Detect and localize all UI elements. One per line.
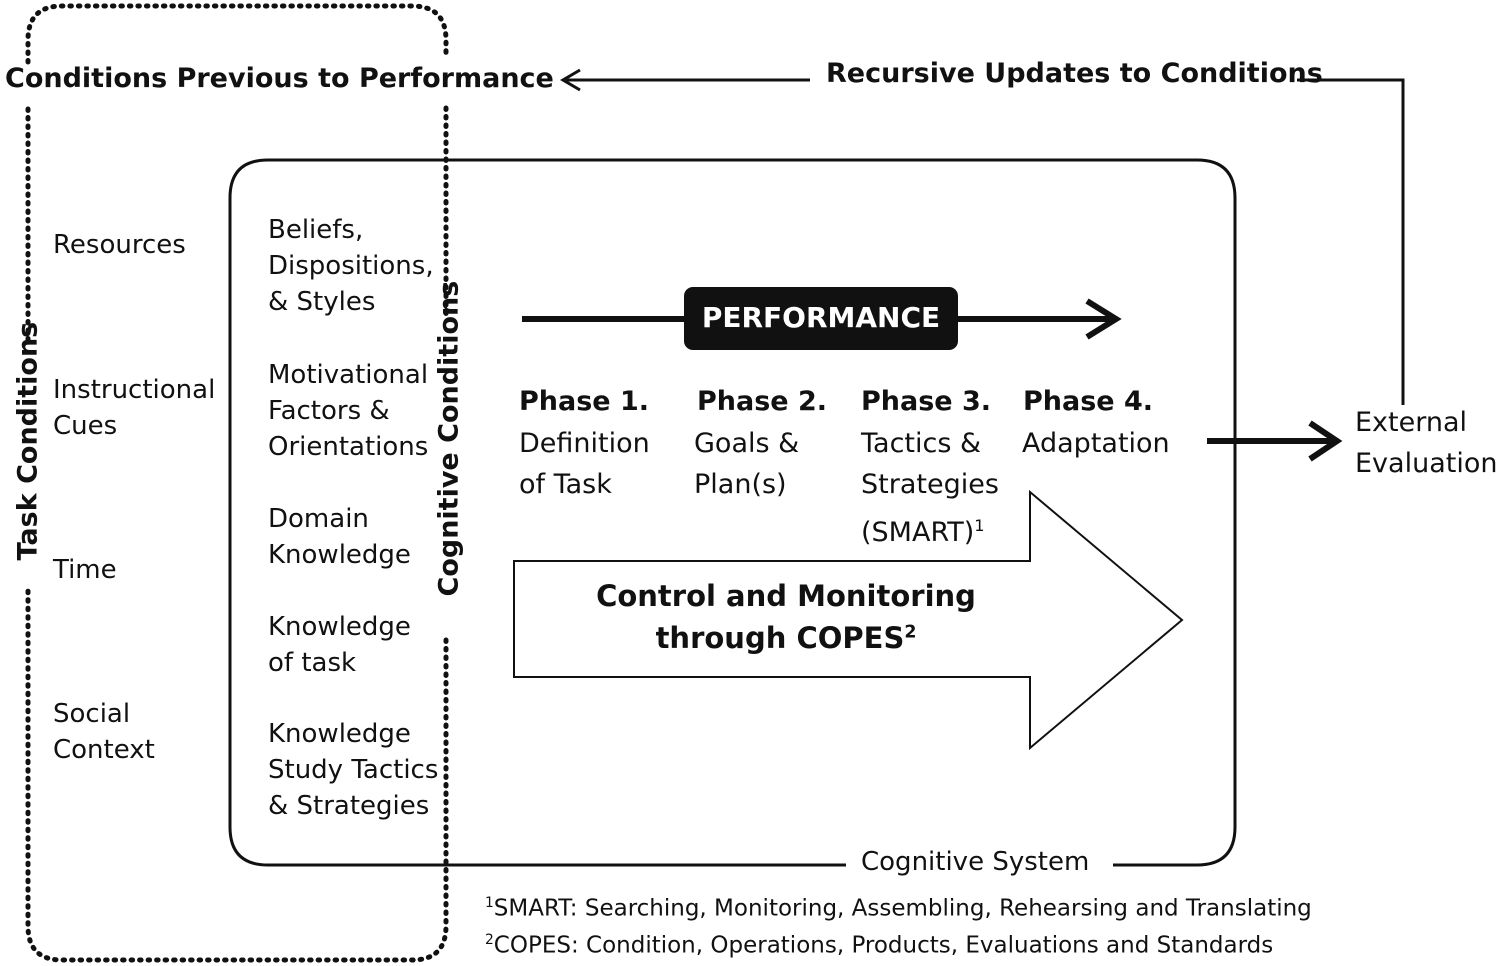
cognitive-item-domain-knowledge: Domain Knowledge [268,504,411,570]
phase-2-body: Goals & Plan(s) [694,428,800,500]
footnote-copes-text: COPES: Condition, Operations, Products, … [493,932,1274,959]
performance-label: PERFORMANCE [701,301,941,334]
cognitive-conditions-label: Cognitive Conditions [433,280,465,597]
footnote-smart-text: SMART: Searching, Monitoring, Assembling… [493,895,1312,922]
cognitive-item-beliefs: Beliefs, Dispositions, & Styles [268,215,434,317]
phase-3-title: Phase 3. [861,386,992,417]
phase-3-body: Tactics & Strategies (SMART)1 [861,423,999,553]
control-monitoring-line2-text: through COPES [655,621,905,655]
footnote-copes-superscript: 2 [485,932,494,948]
outer-title: Conditions Previous to Performance [3,63,556,94]
external-evaluation-arrow [1207,420,1343,462]
external-evaluation-label: External Evaluation [1355,407,1498,479]
performance-box [684,287,958,350]
task-item-social-context: Social Context [53,699,155,765]
recursive-updates-label: Recursive Updates to Conditions [826,58,1323,89]
footnote-smart-superscript: 1 [485,895,494,911]
cognitive-item-study-tactics: Knowledge Study Tactics & Strategies [268,719,439,821]
phase-3-superscript: 1 [974,516,985,535]
control-monitoring-line1: Control and Monitoring [596,579,976,613]
recursive-update-line [1297,78,1405,405]
task-item-instructional-cues: Instructional Cues [53,375,216,441]
task-item-resources: Resources [53,230,186,260]
phase-3-body-text: Tactics & Strategies (SMART) [861,428,999,548]
control-monitoring-superscript: 2 [904,622,917,643]
recursive-update-arrow [560,68,810,92]
footnote-copes: 2COPES: Condition, Operations, Products,… [485,932,1274,959]
conditions-outer-frame [25,3,449,963]
phase-4-body: Adaptation [1022,428,1170,459]
control-monitoring-line2: through COPES2 [574,624,998,653]
phase-4-title: Phase 4. [1023,386,1154,417]
footnote-smart: 1SMART: Searching, Monitoring, Assemblin… [485,895,1312,922]
phase-1-title: Phase 1. [519,386,650,417]
control-monitoring-arrow [513,489,1184,751]
cognitive-system-label: Cognitive System [861,847,1090,877]
cognitive-item-knowledge-of-task: Knowledge of task [268,612,411,678]
task-item-time: Time [53,555,117,585]
cognitive-system-frame [228,158,1237,867]
phase-1-body: Definition of Task [519,428,650,500]
phase-2-title: Phase 2. [697,386,828,417]
task-conditions-label: Task Conditions [12,321,44,561]
cognitive-item-motivational: Motivational Factors & Orientations [268,360,429,462]
